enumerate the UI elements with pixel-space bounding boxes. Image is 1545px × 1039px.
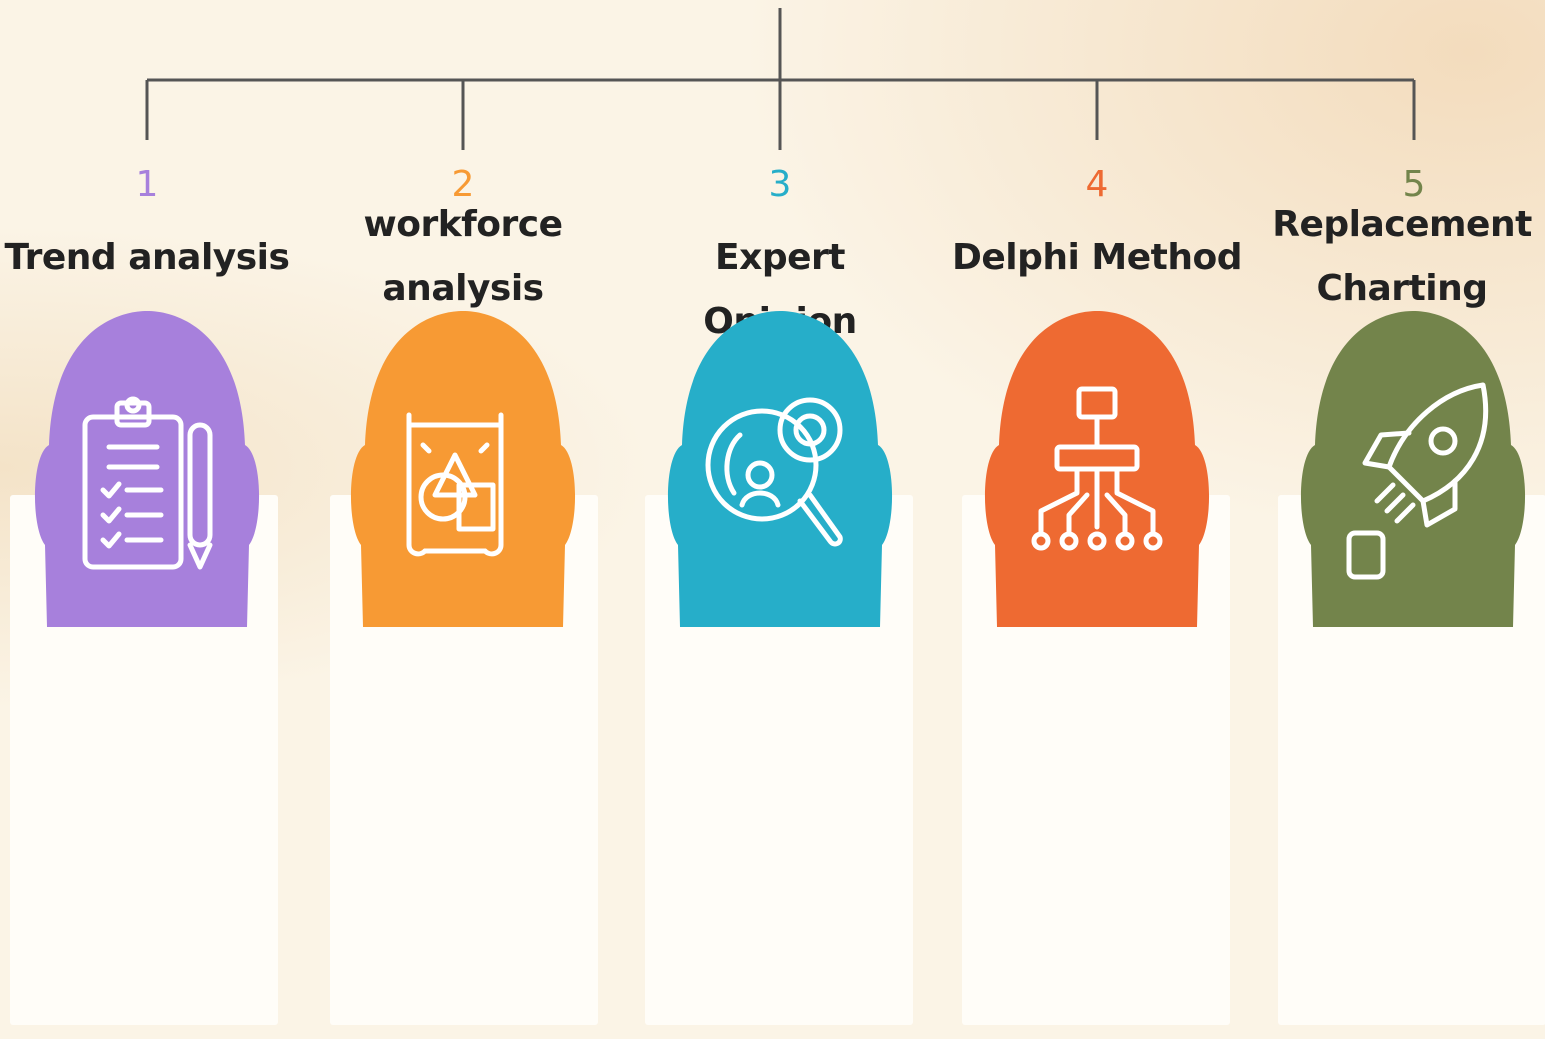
- step-title: Replacement Charting: [1272, 204, 1532, 309]
- clipboard-checklist-icon: [34, 311, 260, 627]
- step-number: 1: [135, 164, 159, 205]
- step-number: 5: [1402, 164, 1426, 205]
- connector-tree: [145, 8, 1416, 150]
- step-number: 3: [768, 164, 792, 205]
- rocket-icon: [1300, 311, 1526, 627]
- hierarchy-network-icon: [984, 311, 1210, 627]
- step-title: workforce analysis: [363, 204, 563, 309]
- step-number: 4: [1085, 164, 1109, 205]
- blueprint-shapes-icon: [350, 311, 576, 627]
- step-title: Trend analysis: [4, 237, 290, 278]
- step-number: 2: [451, 164, 475, 205]
- magnifier-people-icon: [667, 311, 893, 627]
- step-title: Delphi Method: [952, 237, 1243, 278]
